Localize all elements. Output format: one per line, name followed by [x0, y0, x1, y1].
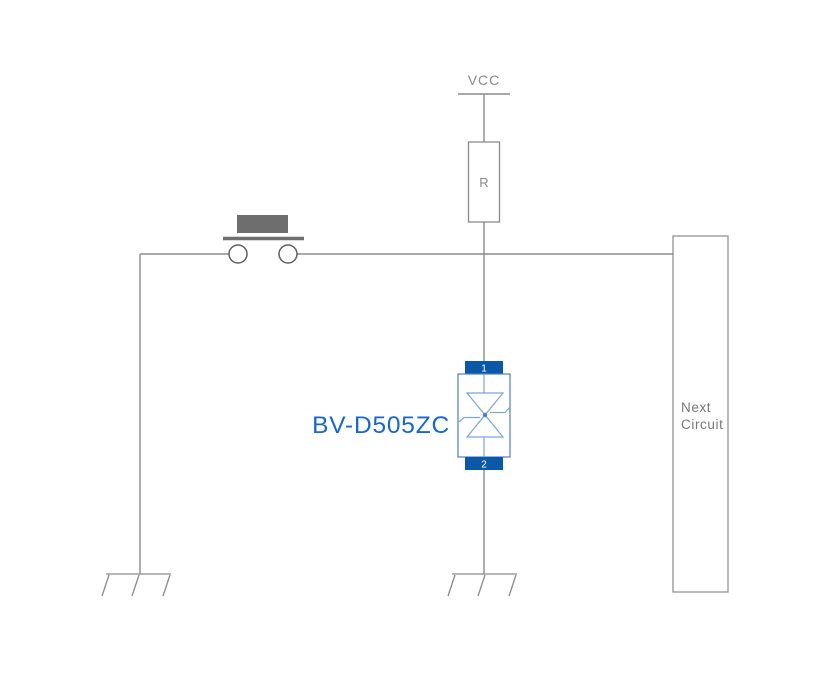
pin2-pad [465, 457, 503, 470]
ground-symbol-left [101, 573, 171, 597]
next-circuit-label-line2: Circuit [681, 417, 723, 432]
pin2-label: 2 [481, 460, 487, 471]
pin1-pad [465, 361, 503, 374]
push-button-switch [223, 215, 304, 264]
tvs-symbol-center-dot [482, 412, 488, 418]
switch-terminal-left [228, 244, 248, 264]
next-circuit-label-line1: Next [681, 400, 711, 415]
button-cap [237, 215, 288, 233]
switch-terminal-right [278, 244, 298, 264]
pin1-label: 1 [481, 364, 487, 375]
tvs-symbol [458, 374, 511, 457]
resistor-box [467, 141, 501, 223]
component-name-label: BV-D505ZC [312, 412, 450, 439]
vcc-label: VCC [468, 72, 501, 88]
next-circuit-box [672, 235, 729, 593]
resistor-label: R [479, 175, 488, 190]
ground-symbol-middle [447, 573, 517, 597]
tvs-diode-component: 1 2 [457, 361, 511, 471]
